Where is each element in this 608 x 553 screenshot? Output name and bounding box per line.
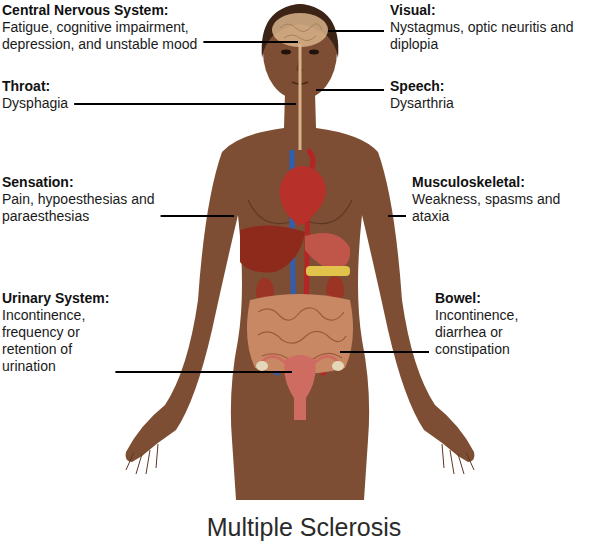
symptom-list: Nystagmus, optic neuritis and diplopia	[390, 19, 602, 53]
symptom-heading: Speech:	[390, 78, 540, 95]
symptom-heading: Urinary System:	[2, 290, 104, 307]
label-group: Speech:Dysarthria	[390, 78, 540, 112]
symptom-heading: Visual:	[390, 2, 602, 19]
leader-line	[388, 215, 406, 217]
leader-line	[161, 215, 234, 217]
label-group: Bowel:Incontinence, diarrhea or constipa…	[435, 290, 545, 358]
symptom-list: Dysarthria	[390, 95, 540, 112]
hand-fingers	[126, 444, 474, 474]
stomach	[305, 233, 350, 270]
leader-line	[316, 89, 384, 91]
organs	[240, 150, 353, 420]
symptom-list: Fatigue, cognitive impairment, depressio…	[2, 19, 230, 53]
leader-line	[74, 103, 296, 105]
symptom-list: Pain, hypoesthesias and paraesthesias	[2, 191, 177, 225]
label-group: Throat:Dysphagia	[2, 78, 122, 112]
pancreas-fat	[306, 266, 350, 276]
label-group: Sensation:Pain, hypoesthesias and paraes…	[2, 174, 177, 225]
leader-line	[340, 351, 429, 353]
symptom-list: Dysphagia	[2, 95, 122, 112]
brain-folds	[280, 24, 322, 41]
ovary	[332, 361, 344, 371]
ovary	[256, 361, 268, 371]
symptom-heading: Sensation:	[2, 174, 177, 191]
label-group: Musculoskeletal:Weakness, spasms and ata…	[412, 174, 592, 225]
symptom-list: Weakness, spasms and ataxia	[412, 191, 592, 225]
spinal-cord	[299, 44, 302, 150]
leader-line	[328, 30, 384, 32]
label-group: Central Nervous System:Fatigue, cognitiv…	[2, 2, 230, 53]
diagram-title: Multiple Sclerosis	[0, 512, 608, 542]
symptom-heading: Bowel:	[435, 290, 545, 307]
symptom-heading: Central Nervous System:	[2, 2, 230, 19]
label-group: Visual:Nystagmus, optic neuritis and dip…	[390, 2, 602, 53]
symptom-list: Incontinence, frequency or retention of …	[2, 307, 104, 375]
liver	[240, 225, 305, 272]
fallopian-tubes	[262, 356, 338, 364]
symptom-list: Incontinence, diarrhea or constipation	[435, 307, 545, 358]
heart	[280, 166, 326, 226]
symptom-heading: Musculoskeletal:	[412, 174, 592, 191]
uterus	[284, 355, 315, 420]
eye	[309, 50, 319, 55]
label-group: Urinary System:Incontinence, frequency o…	[2, 290, 104, 375]
symptom-heading: Throat:	[2, 78, 122, 95]
eye	[281, 50, 291, 55]
leader-line	[203, 41, 298, 43]
intestine-folds	[258, 308, 346, 362]
leader-line	[115, 371, 292, 373]
body-outline	[126, 92, 475, 500]
